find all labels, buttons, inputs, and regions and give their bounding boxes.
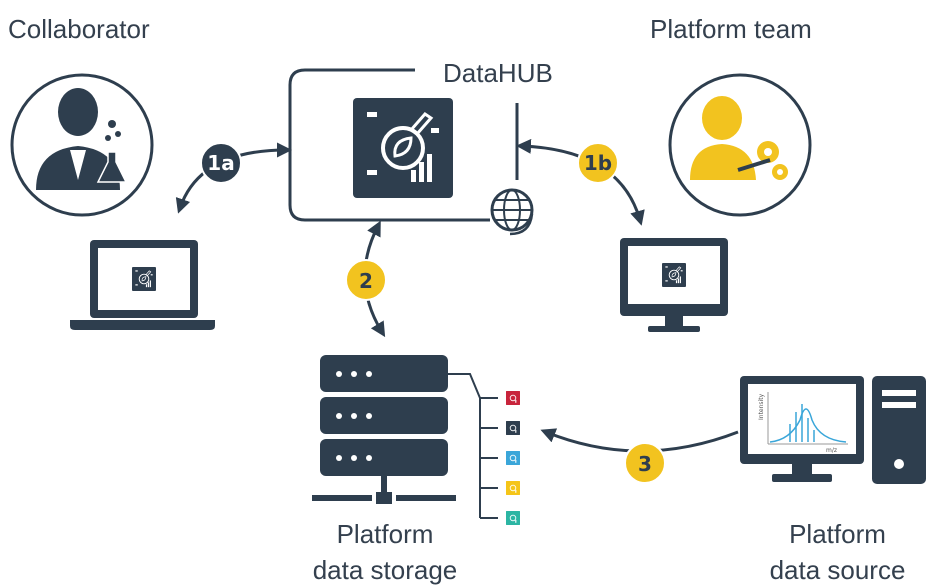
source-label-line2: data source — [769, 555, 906, 585]
globe-icon — [490, 188, 534, 236]
spectrum-plot: Intensity m/z — [758, 392, 848, 454]
storage-connectors — [448, 373, 498, 519]
platform-team-label: Platform team — [650, 14, 812, 44]
platform-team-avatar — [668, 73, 812, 217]
source-label: Platform data source — [755, 516, 920, 588]
source-label-line1: Platform — [789, 519, 886, 549]
datahub-title: DataHUB — [443, 58, 553, 88]
collaborator-label: Collaborator — [8, 14, 150, 44]
step-badge-1b: 1b — [577, 142, 619, 184]
svg-text:3: 3 — [638, 452, 652, 476]
svg-text:1a: 1a — [207, 151, 234, 175]
data-tile-yellow — [506, 481, 520, 495]
step-badge-1a: 1a — [200, 142, 242, 184]
support-person-icon — [690, 96, 788, 180]
server-icon — [312, 355, 456, 504]
storage-label-line1: Platform — [336, 519, 434, 549]
data-tiles — [506, 391, 520, 525]
data-tile-red — [506, 391, 520, 405]
scientist-icon — [36, 88, 128, 190]
desktop-computer-icon: Intensity m/z — [740, 376, 926, 484]
laptop-icon — [70, 240, 215, 330]
data-tile-teal — [506, 511, 520, 525]
datahub-frame — [288, 68, 534, 236]
collaborator-avatar — [10, 73, 154, 217]
svg-text:1b: 1b — [584, 151, 612, 175]
storage-label-line2: data storage — [312, 555, 458, 585]
step-badge-3: 3 — [624, 442, 666, 484]
step-badge-2: 2 — [345, 259, 387, 301]
storage-label: Platform data storage — [300, 516, 470, 588]
svg-text:2: 2 — [359, 269, 373, 293]
monitor-icon — [620, 238, 728, 332]
spectrum-x-label: m/z — [826, 447, 837, 454]
dashboard-icon — [351, 96, 455, 200]
data-tile-dark — [506, 421, 520, 435]
data-tile-blue — [506, 451, 520, 465]
spectrum-y-label: Intensity — [758, 393, 765, 420]
